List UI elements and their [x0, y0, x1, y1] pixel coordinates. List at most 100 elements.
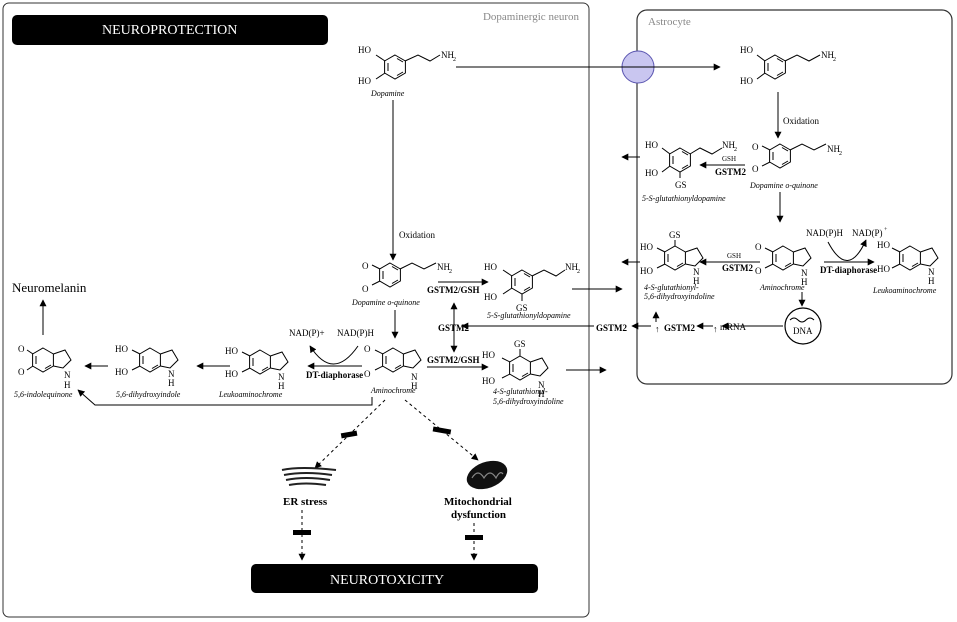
svg-text:NH: NH [722, 140, 735, 150]
svg-text:HO: HO [645, 168, 658, 178]
neuron-oxidation-label: Oxidation [399, 230, 435, 240]
svg-text:GS: GS [669, 230, 681, 240]
neuron-gstm2-gsh-top: GSTM2/GSH [427, 285, 480, 295]
dihydroxyindole-structure: HO HO N H [115, 344, 179, 388]
svg-text:GS: GS [514, 339, 526, 349]
neurotoxicity-text: NEUROTOXICITY [330, 573, 444, 588]
astro-glutathionyldopamine-structure: HO HO GS NH 2 [645, 140, 737, 190]
svg-text:N: N [538, 380, 545, 390]
svg-text:O: O [18, 367, 25, 377]
neuron-nadph-curve [309, 345, 359, 365]
svg-text:HO: HO [645, 140, 658, 150]
svg-text:N: N [64, 370, 71, 380]
astro-glutathionyl-dhi-label-1: 4-S-glutathionyl- [644, 283, 699, 292]
svg-text:NH: NH [437, 262, 450, 272]
svg-text:2: 2 [577, 269, 580, 275]
astro-gstm2: GSTM2 [715, 167, 747, 177]
er-inhibit-bar [340, 430, 358, 439]
svg-text:O: O [364, 369, 371, 379]
svg-text:HO: HO [640, 266, 653, 276]
svg-text:O: O [752, 164, 759, 174]
svg-text:O: O [362, 284, 369, 294]
svg-text:HO: HO [225, 369, 238, 379]
svg-text:N: N [928, 267, 935, 277]
svg-text:GS: GS [675, 180, 687, 190]
dna-nucleus [784, 307, 822, 345]
mito-inhibit-bar [432, 426, 452, 435]
svg-text:NH: NH [821, 50, 834, 60]
astro-dopamine-structure: HO HO NH 2 [740, 45, 836, 86]
to-mito-arrow [404, 399, 479, 461]
aminochrome-to-indolequinone-arrow [77, 389, 373, 406]
svg-text:2: 2 [449, 269, 452, 275]
svg-text:O: O [752, 142, 759, 152]
svg-text:HO: HO [740, 45, 753, 55]
svg-text:H: H [64, 380, 71, 390]
svg-text:O: O [362, 261, 369, 271]
neuron-label: Dopaminergic neuron [483, 11, 580, 23]
svg-text:HO: HO [484, 292, 497, 302]
svg-text:HO: HO [115, 367, 128, 377]
mito-label-2: dysfunction [451, 509, 506, 521]
neuron-nadph: NAD(P)H [337, 328, 374, 338]
astro-gsh-2: GSH [727, 252, 741, 260]
svg-text:HO: HO [225, 346, 238, 356]
svg-text:N: N [168, 369, 175, 379]
neuron-nadp-plus: NAD(P)+ [289, 328, 325, 338]
neuron-dopamine-structure: HO HO NH 2 [358, 45, 456, 86]
svg-text:O: O [18, 344, 25, 354]
astro-gsh: GSH [722, 155, 736, 163]
astro-glutathionyl-dhi-label-2: 5,6-dihydroxyindoline [644, 292, 715, 301]
svg-text:H: H [538, 389, 545, 399]
neuron-gstm2-mid: GSTM2 [438, 323, 470, 333]
astro-gstm2-b: GSTM2 [722, 263, 754, 273]
neuroprotection-text: NEUROPROTECTION [102, 23, 237, 38]
neuron-glutathionyl-dhi-structure: HO HO GS N H [482, 339, 549, 399]
svg-text:NH: NH [565, 262, 578, 272]
svg-text:GS: GS [516, 303, 528, 313]
svg-text:2: 2 [839, 151, 842, 157]
svg-text:HO: HO [358, 76, 371, 86]
svg-text:NH: NH [441, 50, 454, 60]
gstm2-out-label: GSTM2 [596, 323, 628, 333]
svg-text:H: H [168, 378, 175, 388]
astro-gstm2-up: GSTM2 [664, 323, 696, 333]
mrna-label: mRNA [720, 322, 747, 332]
svg-text:HO: HO [877, 264, 890, 274]
svg-text:HO: HO [115, 344, 128, 354]
neuroprotection-banner [12, 15, 328, 45]
astro-dt-diaphorase: DT-diaphorase [820, 265, 877, 275]
er-stress-icon [281, 467, 337, 486]
neuron-glutathionyldopamine-structure: HO HO GS NH 2 [484, 262, 580, 313]
astro-aminochrome-label: Aminochrome [759, 283, 805, 292]
neuron-glutathionyl-dhi-label-1: 4-S-glutathionyl- [493, 387, 548, 396]
neuron-compartment [2, 2, 590, 618]
indolequinone-structure: O O N H [18, 344, 72, 390]
svg-text:HO: HO [482, 350, 495, 360]
astro-glutathionyldopamine-label: 5-S-glutathionyldopamine [642, 194, 726, 203]
mitochondrion-icon [466, 460, 508, 490]
dihydroxyindole-label: 5,6-dihydroxyindole [116, 390, 181, 399]
svg-text:HO: HO [640, 242, 653, 252]
astrocyte-label: Astrocyte [648, 16, 691, 28]
astro-nadp-sup: + [884, 227, 888, 233]
neuromelanin-label: Neuromelanin [12, 280, 87, 295]
svg-text:HO: HO [740, 76, 753, 86]
astro-quinone-label: Dopamine o-quinone [749, 181, 818, 190]
neuron-aminochrome-structure: O O N H [364, 344, 422, 391]
svg-text:N: N [693, 267, 700, 277]
svg-text:N: N [411, 372, 418, 382]
indolequinone-label: 5,6-indolequinone [14, 390, 73, 399]
neuron-quinone-label: Dopamine o-quinone [351, 298, 420, 307]
svg-text:H: H [278, 381, 285, 391]
neuron-gstm2-gsh-bottom: GSTM2/GSH [427, 355, 480, 365]
svg-text:N: N [801, 268, 808, 278]
svg-text:H: H [693, 276, 700, 286]
svg-text:HO: HO [482, 376, 495, 386]
svg-text:H: H [801, 277, 808, 287]
dna-helix-icon [789, 317, 815, 323]
svg-text:O: O [364, 344, 371, 354]
astro-leukoaminochrome-label: Leukoaminochrome [872, 286, 937, 295]
gstm2-up-arrow: ↑ [655, 324, 660, 334]
